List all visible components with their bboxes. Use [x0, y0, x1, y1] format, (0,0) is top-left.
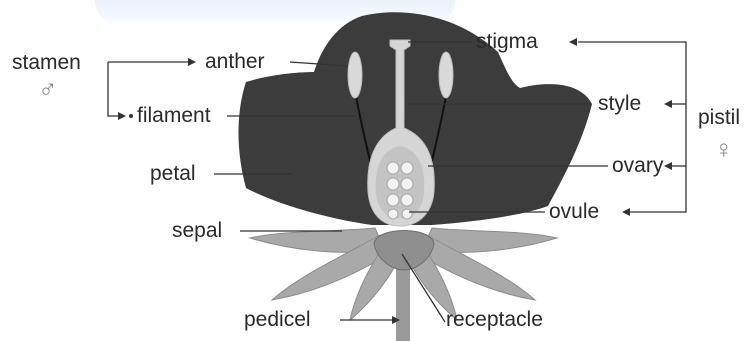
stamen-label: stamen	[12, 51, 81, 75]
ovule-label: ovule	[549, 200, 599, 224]
filament-label: filament	[137, 104, 211, 128]
anther-left	[348, 52, 362, 98]
anther-label: anther	[205, 50, 265, 74]
stigma-label: stigma	[476, 30, 538, 54]
petal-label: petal	[150, 162, 196, 186]
female-symbol-icon: ♀	[714, 136, 734, 162]
pistil-label: pistil	[698, 106, 740, 130]
dots	[129, 114, 133, 118]
pedicel-label: pedicel	[244, 308, 311, 332]
receptacle-label: receptacle	[446, 308, 543, 332]
sepal-label: sepal	[172, 219, 222, 243]
ovary-label: ovary	[612, 154, 663, 178]
male-symbol-icon: ♂	[38, 76, 58, 102]
anther-right	[439, 52, 453, 98]
style-label: style	[598, 92, 641, 116]
pedicel-shape	[396, 262, 410, 341]
